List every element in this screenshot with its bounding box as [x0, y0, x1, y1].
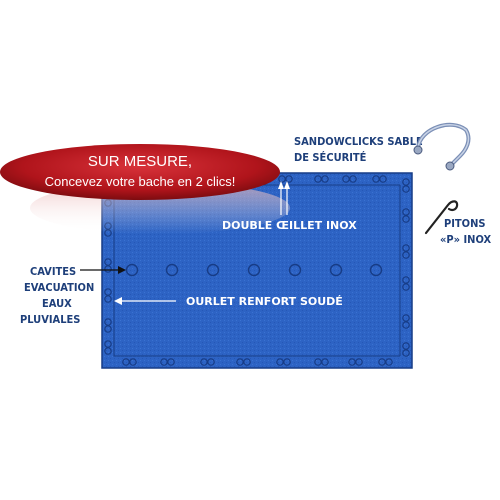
eyelet — [104, 295, 112, 303]
drain-cavity — [329, 263, 343, 277]
eyelet — [402, 321, 410, 329]
eyelet — [379, 175, 387, 183]
sandowclick-cord-icon — [413, 122, 471, 171]
eyelet — [167, 358, 175, 366]
eyelet — [283, 358, 291, 366]
eyelet — [402, 349, 410, 357]
eyelet — [402, 283, 410, 291]
pitons-callout: PITONS «P» INOX — [424, 200, 491, 246]
hem-label: OURLET RENFORT SOUDÉ — [186, 295, 343, 308]
eyelet — [385, 358, 393, 366]
eyelet — [314, 175, 322, 183]
drain-cavity — [165, 263, 179, 277]
cavites-label-1: CAVITES — [30, 265, 76, 278]
sandowclicks-callout: SANDOWCLICKS SABLE DE SÉCURITÉ — [294, 122, 471, 171]
eyelet — [402, 342, 410, 350]
banner-line1: SUR MESURE, — [88, 153, 192, 170]
cavites-label-2: EVACUATION — [24, 281, 94, 294]
piton-hook-icon — [424, 200, 459, 235]
eyelet — [349, 175, 357, 183]
eyelet — [402, 251, 410, 259]
drain-cavity — [247, 263, 261, 277]
eyelet — [104, 318, 112, 326]
cavites-label-3: EAUX — [42, 297, 72, 310]
eyelet — [321, 175, 329, 183]
eyelet — [104, 265, 112, 273]
eyelet — [276, 358, 284, 366]
eyelet — [355, 358, 363, 366]
eyelet — [122, 358, 130, 366]
double-eyelet-label: DOUBLE ŒILLET INOX — [222, 219, 357, 232]
drain-cavities-callout: CAVITES EVACUATION EAUX PLUVIALES — [20, 265, 126, 326]
eyelet — [402, 208, 410, 216]
eyelet — [129, 358, 137, 366]
eyelet — [207, 358, 215, 366]
eyelet — [372, 175, 380, 183]
eyelet — [285, 175, 293, 183]
eyelet — [243, 358, 251, 366]
eyelet — [348, 358, 356, 366]
eyelet — [314, 358, 322, 366]
eyelet — [104, 325, 112, 333]
eyelet — [200, 358, 208, 366]
banner-line2: Concevez votre bache en 2 clics! — [45, 174, 236, 189]
eyelet — [378, 358, 386, 366]
pitons-label-2: «P» INOX — [440, 233, 491, 246]
cavites-label-4: PLUVIALES — [20, 313, 80, 326]
eyelet — [402, 314, 410, 322]
eyelet — [160, 358, 168, 366]
eyelet — [104, 340, 112, 348]
eyelet — [321, 358, 329, 366]
pitons-label-1: PITONS — [444, 217, 486, 230]
drain-cavity — [369, 263, 383, 277]
eyelet — [104, 347, 112, 355]
promo-banner[interactable]: SUR MESURE, Concevez votre bache en 2 cl… — [0, 144, 290, 234]
eyelet — [278, 175, 286, 183]
eyelet — [104, 288, 112, 296]
drain-cavity — [288, 263, 302, 277]
eyelet — [402, 185, 410, 193]
double-eyelet-callout: DOUBLE ŒILLET INOX — [222, 181, 357, 232]
eyelet — [402, 244, 410, 252]
drain-cavities — [125, 263, 383, 277]
sandowclicks-label-1: SANDOWCLICKS SABLE — [294, 135, 423, 148]
drain-cavity — [125, 263, 139, 277]
sandowclicks-label-2: DE SÉCURITÉ — [294, 151, 367, 164]
eyelet — [402, 178, 410, 186]
drain-cavity — [206, 263, 220, 277]
eyelet — [342, 175, 350, 183]
hem-callout: OURLET RENFORT SOUDÉ — [114, 295, 343, 308]
eyelet — [104, 258, 112, 266]
eyelet — [402, 276, 410, 284]
eyelet — [236, 358, 244, 366]
eyelet — [402, 215, 410, 223]
